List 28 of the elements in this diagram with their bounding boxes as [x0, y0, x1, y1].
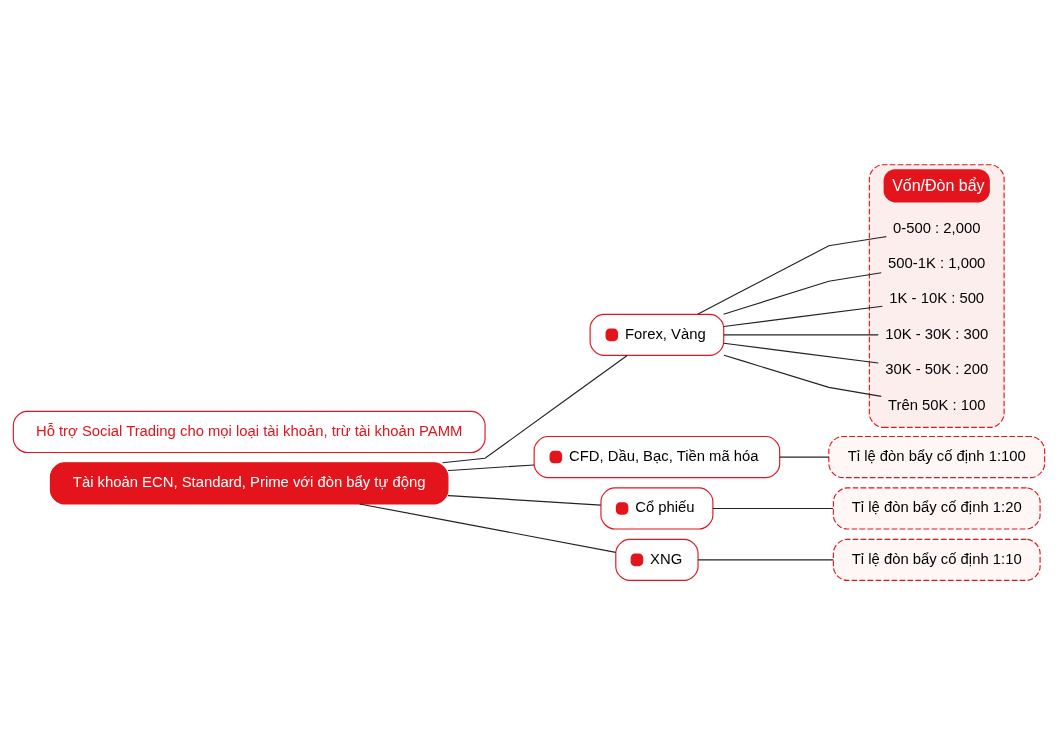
node-text: 0-500 : 2,000 — [893, 219, 981, 236]
node-box: CFD, Dầu, Bạc, Tiền mã hóa — [533, 435, 781, 479]
connector — [447, 464, 535, 472]
node-box: Hỗ trợ Social Trading cho mọi loại tài khoản, trừ tài khoản PAMM — [12, 410, 486, 454]
connector — [358, 503, 617, 553]
node-box: Cổ phiếu — [600, 487, 714, 530]
node-box: XNG — [615, 538, 699, 581]
node-text: 10K - 30K : 300 — [885, 325, 989, 342]
node-box: Tỉ lệ đòn bẩy cố định 1:20 — [832, 487, 1041, 530]
node-text: 30K - 50K : 200 — [885, 361, 989, 378]
connector — [441, 354, 628, 464]
connector — [712, 507, 834, 510]
node-box: Tỉ lệ đòn bẩy cố định 1:10 — [832, 538, 1041, 581]
node-box: Forex, Vàng — [589, 313, 725, 356]
connector — [723, 342, 879, 364]
connector — [723, 305, 883, 328]
connector — [723, 334, 879, 336]
connector — [723, 354, 882, 397]
node-box: Tỉ lệ đòn bẩy cố định 1:100 — [828, 435, 1046, 479]
node-box: Tài khoản ECN, Standard, Prime với đòn bẩy tự động — [49, 462, 449, 505]
connector — [779, 456, 830, 458]
node-text: Trên 50K : 100 — [887, 396, 986, 413]
connector — [697, 236, 887, 315]
connector — [723, 272, 882, 315]
connector — [697, 559, 834, 561]
connector — [447, 495, 602, 506]
node-text: 500-1K : 1,000 — [888, 254, 986, 271]
node-text: 1K - 10K : 500 — [889, 290, 985, 307]
